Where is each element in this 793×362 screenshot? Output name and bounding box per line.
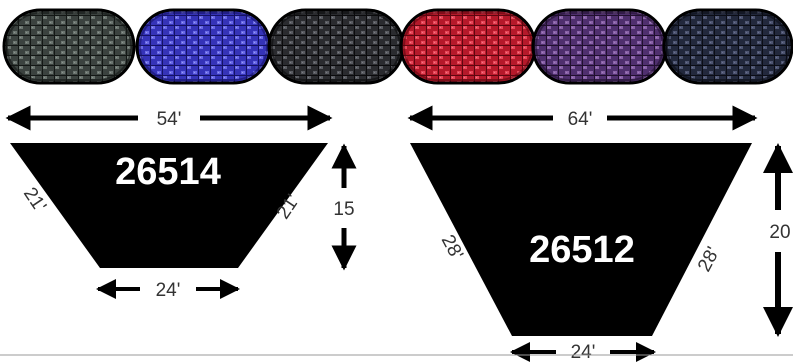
swatch-charcoal[interactable] bbox=[2, 8, 136, 85]
height-label: 20 bbox=[769, 222, 790, 243]
swatch-inner-edge bbox=[6, 12, 132, 81]
swatch-fabric[interactable] bbox=[2, 8, 136, 85]
bottom-width-label: 24' bbox=[571, 342, 596, 362]
swatch-fabric[interactable] bbox=[135, 8, 272, 85]
swatch-red[interactable] bbox=[399, 8, 537, 85]
swatch-fabric[interactable] bbox=[662, 8, 793, 85]
swatch-fabric[interactable] bbox=[531, 8, 668, 85]
shape-code: 26512 bbox=[529, 229, 635, 271]
height-label: 15 bbox=[333, 199, 354, 220]
swatch-row bbox=[2, 8, 793, 85]
shape-code: 26514 bbox=[115, 151, 221, 193]
swatch-navy[interactable] bbox=[662, 8, 793, 85]
swatch-purple[interactable] bbox=[531, 8, 668, 85]
swatch-fabric[interactable] bbox=[267, 8, 405, 85]
top-width-label: 54' bbox=[157, 109, 182, 130]
swatch-fabric[interactable] bbox=[399, 8, 537, 85]
swatch-black[interactable] bbox=[267, 8, 405, 85]
side-right-label: 28' bbox=[694, 244, 724, 276]
trapezoid-26514 bbox=[10, 143, 328, 268]
top-width-label: 64' bbox=[568, 109, 593, 130]
shape-26512-group: 64' 26512 28' 28' 20 24' bbox=[407, 105, 793, 362]
swatch-royal-blue[interactable] bbox=[135, 8, 272, 85]
bottom-width-label: 24' bbox=[156, 280, 181, 301]
shape-26514-group: 54' 26514 21' 21' 15 24' bbox=[5, 105, 357, 301]
swatch-inner-edge bbox=[139, 12, 268, 81]
swatch-inner-edge bbox=[666, 12, 790, 81]
trapezoid-26512 bbox=[410, 143, 752, 336]
